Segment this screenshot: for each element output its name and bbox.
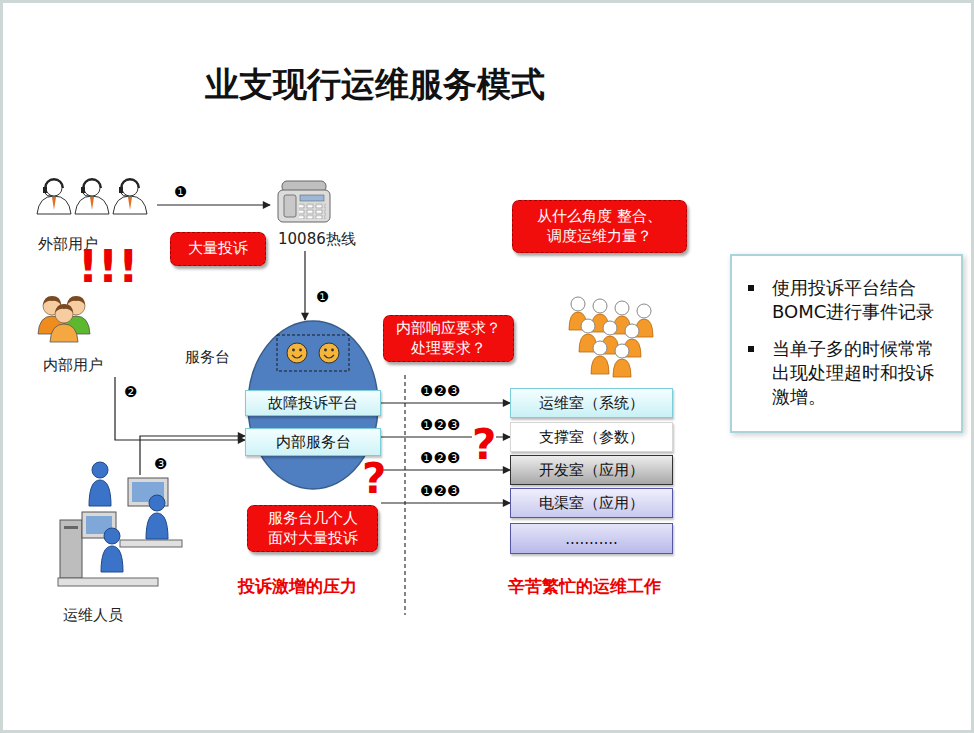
callout-number: ❷: [122, 383, 139, 401]
node-label: 开发室（应用）: [539, 461, 644, 480]
section-caption: 投诉激增的压力: [238, 578, 357, 595]
node-label: 内部服务台: [276, 433, 351, 452]
callout-box: 从什么角度 整合、调度运维力量？: [512, 200, 687, 253]
connector-arrow: [304, 251, 305, 320]
exclamation-mark: !!!: [78, 245, 138, 289]
bullet: [748, 285, 754, 291]
node-label: 运维室（系统）: [539, 394, 644, 413]
section-caption: 辛苦繁忙的运维工作: [508, 578, 661, 595]
callout-box: 服务台几个人 面对大量投诉: [247, 505, 378, 552]
callout-number: ❶: [314, 288, 331, 306]
bullet-row: 使用投诉平台结合BOMC进行事件记录: [742, 276, 949, 325]
team-box: 电渠室（应用）: [510, 488, 673, 518]
title: 业支现行运维服务模式: [205, 62, 545, 108]
hotline-icon: 10086热线: [270, 176, 365, 251]
user-icon: 内部用户: [35, 292, 120, 377]
connector-arrow: [115, 377, 245, 440]
callout-number: ❸: [152, 455, 169, 473]
bullet-row: 当单子多的时候常常出现处理超时和投诉激增。: [742, 337, 949, 410]
note-text: 使用投诉平台结合BOMC进行事件记录: [772, 276, 949, 325]
connector-arrow: [381, 502, 510, 503]
node-label: 内部用户: [43, 356, 103, 375]
question-mark: ?: [472, 424, 496, 466]
service-desk-ellipse: 服务台故障投诉平台内部服务台: [247, 320, 379, 490]
node-label: 内部响应要求？ 处理要求？: [390, 319, 507, 358]
node-label: 故障投诉平台: [268, 394, 358, 413]
connector-arrow: [140, 436, 245, 475]
node-label: 运维人员: [63, 606, 123, 625]
user-icon: 外部用户: [30, 176, 155, 256]
node-label: 大量投诉: [188, 239, 248, 259]
question-mark: ?: [362, 458, 386, 500]
team-box: 开发室（应用）: [510, 455, 673, 485]
callout-box: 内部响应要求？ 处理要求？: [383, 315, 514, 362]
node-label: 服务台: [185, 348, 230, 367]
connector-arrow: [381, 469, 510, 470]
callout-number: ❶❷❸: [418, 482, 462, 500]
callout-number: ❶❷❸: [418, 382, 462, 400]
connector-arrow: [157, 204, 270, 205]
node-label: 电渠室（应用）: [539, 494, 644, 513]
callout-box: 大量投诉: [170, 232, 266, 266]
node-label: ...........: [565, 530, 617, 548]
team-box: 运维室（系统）: [510, 388, 673, 418]
node-label: 支撑室（参数）: [539, 428, 644, 447]
callout-number: ❶: [172, 183, 189, 201]
connector-arrow: [381, 402, 510, 403]
note-panel: 使用投诉平台结合BOMC进行事件记录当单子多的时候常常出现处理超时和投诉激增。: [730, 254, 963, 433]
node-label: 10086热线: [278, 230, 356, 249]
callout-number: ❶❷❸: [418, 449, 462, 467]
node-label: 服务台几个人 面对大量投诉: [254, 509, 371, 548]
note-text: 当单子多的时候常常出现处理超时和投诉激增。: [772, 337, 949, 410]
bullet: [748, 346, 754, 352]
team-box: 支撑室（参数）: [510, 422, 673, 452]
node-label: 从什么角度 整合、调度运维力量？: [519, 207, 680, 246]
platform-box: 故障投诉平台: [245, 390, 381, 416]
team-box: ...........: [510, 523, 673, 554]
staff-icon: 运维人员: [55, 475, 185, 627]
platform-box: 内部服务台: [245, 428, 381, 456]
callout-number: ❶❷❸: [418, 416, 462, 434]
